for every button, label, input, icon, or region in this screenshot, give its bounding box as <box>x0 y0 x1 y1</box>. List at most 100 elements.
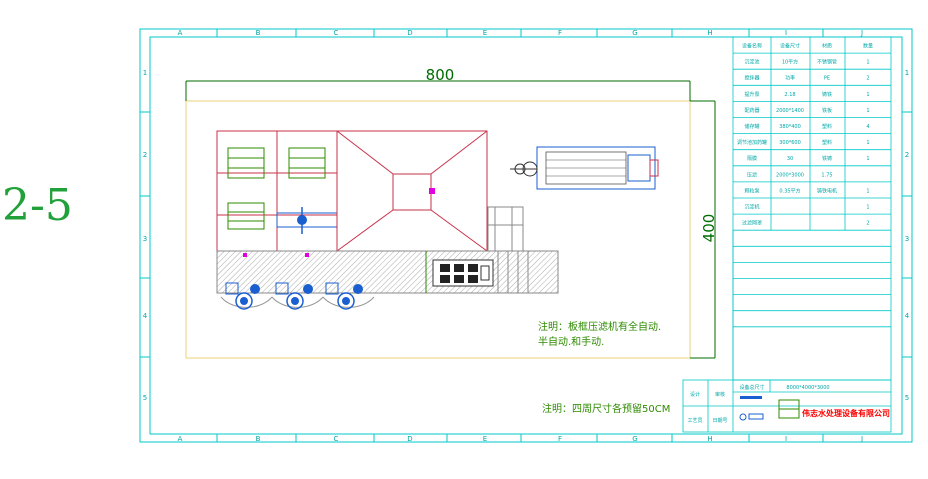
grid-letter-top: A <box>178 29 183 37</box>
mixer-icon <box>276 207 338 234</box>
table-cell: 2000*1400 <box>776 108 804 114</box>
table-cell: 1 <box>866 156 869 162</box>
title-block-grid <box>682 379 892 433</box>
drawing-frame <box>139 28 913 443</box>
table-cell: 塑料 <box>822 123 832 130</box>
table-header-cell: 设备尺寸 <box>780 43 800 50</box>
table-cell: 1 <box>866 205 869 211</box>
grid-letter-bottom: G <box>632 435 637 443</box>
note-filter-press-line1: 注明：板框压滤机有全自动. <box>538 320 661 333</box>
title-size-label: 设备总尺寸 <box>739 384 764 391</box>
table-cell: 沉淀机 <box>744 204 759 211</box>
table-cell: 调节池加药罐 <box>737 139 767 146</box>
tank-cells <box>216 130 338 252</box>
control-unit <box>432 259 494 287</box>
table-cell: 1 <box>866 188 869 194</box>
hopper-outlet-icon <box>429 188 435 194</box>
grid-number-right: 5 <box>905 394 909 402</box>
note-filter-press-line2: 半自动.和手动. <box>538 335 604 348</box>
title-cell-approve: 工艺员 <box>687 418 702 424</box>
grid-letter-top: B <box>256 29 261 37</box>
table-cell: 压滤 <box>747 171 757 178</box>
table-header-cell: 设备名称 <box>742 43 762 50</box>
grid-letter-top: H <box>707 29 712 37</box>
table-header-cell: 数量 <box>863 43 873 50</box>
pump-units <box>220 282 375 310</box>
grid-letter-top: J <box>860 29 863 37</box>
grid-letter-top: E <box>483 29 487 37</box>
sedimentation-hopper <box>336 130 488 252</box>
table-cell: 过滤网罩 <box>742 220 762 227</box>
title-cell-review: 审核 <box>715 391 725 398</box>
table-cell: 10平方 <box>782 59 798 66</box>
table-cell: 380*400 <box>779 124 801 130</box>
grid-number-left: 2 <box>143 151 147 159</box>
grid-letter-bottom: E <box>483 435 487 443</box>
table-cell: 隔膜 <box>747 155 757 162</box>
table-cell: 1 <box>866 140 869 146</box>
dimension-width <box>185 80 691 101</box>
table-cell: 提升泵 <box>744 91 759 98</box>
site-boundary <box>185 100 691 359</box>
company-logo-icon <box>778 399 800 419</box>
grid-letter-top: C <box>334 29 339 37</box>
table-cell: 铸铁电机 <box>817 187 837 194</box>
grid-number-left: 4 <box>143 312 148 320</box>
table-cell: 2000*3000 <box>776 172 804 178</box>
title-size-value: 8000*4000*3000 <box>786 385 829 391</box>
grid-letter-bottom: B <box>256 435 261 443</box>
table-cell: 铸铁 <box>822 91 832 98</box>
grid-number-left: 3 <box>143 235 147 243</box>
grid-letter-bottom: D <box>407 435 412 443</box>
table-cell: 0.35平方 <box>779 187 800 194</box>
grid-number-right: 1 <box>905 69 909 77</box>
table-cell: 功率 <box>785 75 795 82</box>
grid-letter-top: F <box>558 29 562 37</box>
grid-ticks <box>140 29 912 442</box>
grid-number-right: 3 <box>905 235 909 243</box>
dimension-width-label: 800 <box>426 66 455 84</box>
table-cell: 1 <box>866 92 869 98</box>
table-cell: 铁铸 <box>822 155 832 162</box>
drawing-number-label: 2-5 <box>2 180 73 231</box>
table-cell: 300*600 <box>779 140 801 146</box>
table-cell: 30 <box>787 156 793 162</box>
grid-number-right: 2 <box>905 151 909 159</box>
table-cell: 1 <box>866 60 869 66</box>
note-clearance: 注明：四周尺寸各预留50CM <box>542 402 670 415</box>
table-cell: 1.75 <box>821 172 832 178</box>
table-cell: 2.18 <box>784 92 795 98</box>
valve-marker-icon <box>243 253 247 257</box>
platform-structure <box>487 206 524 252</box>
grid-letter-bottom: J <box>860 435 863 443</box>
table-cell: 塑料 <box>822 139 832 146</box>
dimension-height-label: 400 <box>700 214 718 243</box>
table-cell: 搅拌器 <box>744 75 759 82</box>
title-cell-date: 日期号 <box>712 418 727 424</box>
table-cell: 铁板 <box>822 107 832 114</box>
dimension-height <box>690 100 716 359</box>
filter-press <box>510 146 659 190</box>
grid-number-left: 5 <box>143 394 147 402</box>
tank-equipment <box>227 147 326 230</box>
table-cell: 4 <box>866 124 869 130</box>
table-cell: PE <box>824 76 830 82</box>
grid-letter-bottom: C <box>334 435 339 443</box>
grid-letter-bottom: F <box>558 435 562 443</box>
company-name: 伟志水处理设备有限公司 <box>802 408 890 418</box>
title-logo-icon <box>739 396 764 421</box>
grid-letter-bottom: I <box>785 435 787 443</box>
grid-number-left: 1 <box>143 69 147 77</box>
table-cell: 2 <box>866 76 869 82</box>
grid-letter-bottom: H <box>707 435 712 443</box>
grid-letter-top: I <box>785 29 787 37</box>
grid-letter-top: D <box>407 29 412 37</box>
table-cell: 2 <box>866 221 869 227</box>
grid-number-right: 4 <box>905 312 910 320</box>
table-cell: 颗粒泵 <box>744 187 759 194</box>
table-cell: 1 <box>866 108 869 114</box>
table-cell: 不锈钢管 <box>817 59 837 66</box>
table-header-cell: 材质 <box>822 43 832 50</box>
